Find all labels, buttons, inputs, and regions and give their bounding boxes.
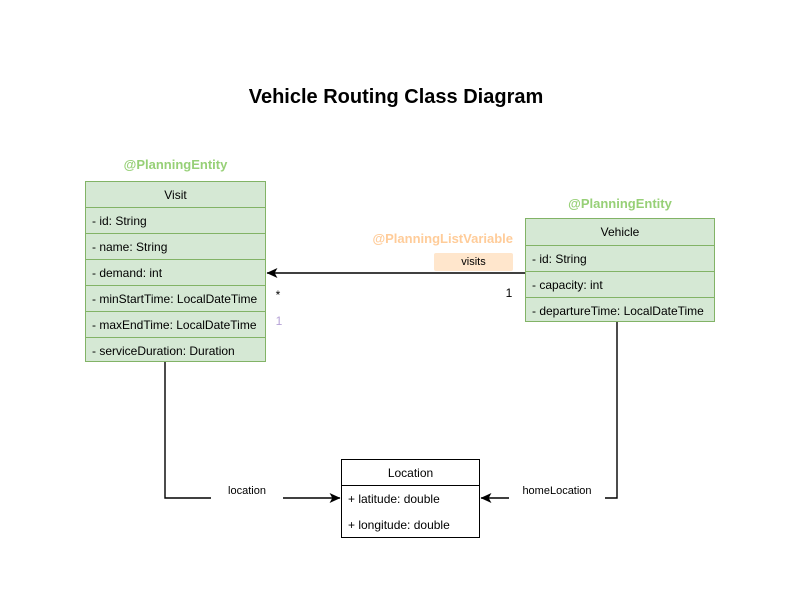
vehicle-attribute-capacity: - capacity: int bbox=[526, 271, 714, 297]
visit-attribute-id: - id: String bbox=[86, 207, 265, 233]
visits-target-multiplicity: * bbox=[275, 288, 281, 302]
visits-source-multiplicity: 1 bbox=[505, 286, 513, 300]
location-attribute-longitude: + longitude: double bbox=[348, 518, 450, 532]
diagram-title: Vehicle Routing Class Diagram bbox=[248, 86, 544, 108]
visit-attribute-max-end-time: - maxEndTime: LocalDateTime bbox=[86, 311, 265, 337]
visits-index-label: 1 bbox=[275, 314, 283, 328]
class-vehicle: Vehicle - id: String - capacity: int - d… bbox=[525, 218, 715, 322]
visit-planning-entity-annotation: @PlanningEntity bbox=[123, 157, 228, 172]
location-edge-label: location bbox=[211, 483, 283, 499]
location-attribute-latitude: + latitude: double bbox=[348, 492, 440, 506]
location-association-line bbox=[164, 362, 341, 503]
class-location: Location + latitude: double + longitude:… bbox=[341, 459, 480, 538]
visits-edge-label: visits bbox=[434, 253, 513, 271]
vehicle-attribute-departure-time: - departureTime: LocalDateTime bbox=[526, 297, 714, 323]
class-visit-title: Visit bbox=[164, 187, 187, 202]
home-location-association-line bbox=[480, 322, 618, 503]
class-vehicle-title: Vehicle bbox=[600, 225, 640, 239]
class-location-title: Location bbox=[342, 460, 479, 486]
visit-attribute-min-start-time: - minStartTime: LocalDateTime bbox=[86, 285, 265, 311]
class-visit: Visit - id: String - name: String - dema… bbox=[85, 181, 266, 362]
planning-list-variable-annotation: @PlanningListVariable bbox=[372, 231, 513, 246]
visit-attribute-service-duration: - serviceDuration: Duration bbox=[86, 337, 265, 363]
visit-attribute-demand: - demand: int bbox=[86, 259, 265, 285]
vehicle-planning-entity-annotation: @PlanningEntity bbox=[568, 196, 672, 211]
vehicle-attribute-id: - id: String bbox=[526, 245, 714, 271]
home-location-edge-label: homeLocation bbox=[509, 483, 605, 499]
visit-attribute-name: - name: String bbox=[86, 233, 265, 259]
